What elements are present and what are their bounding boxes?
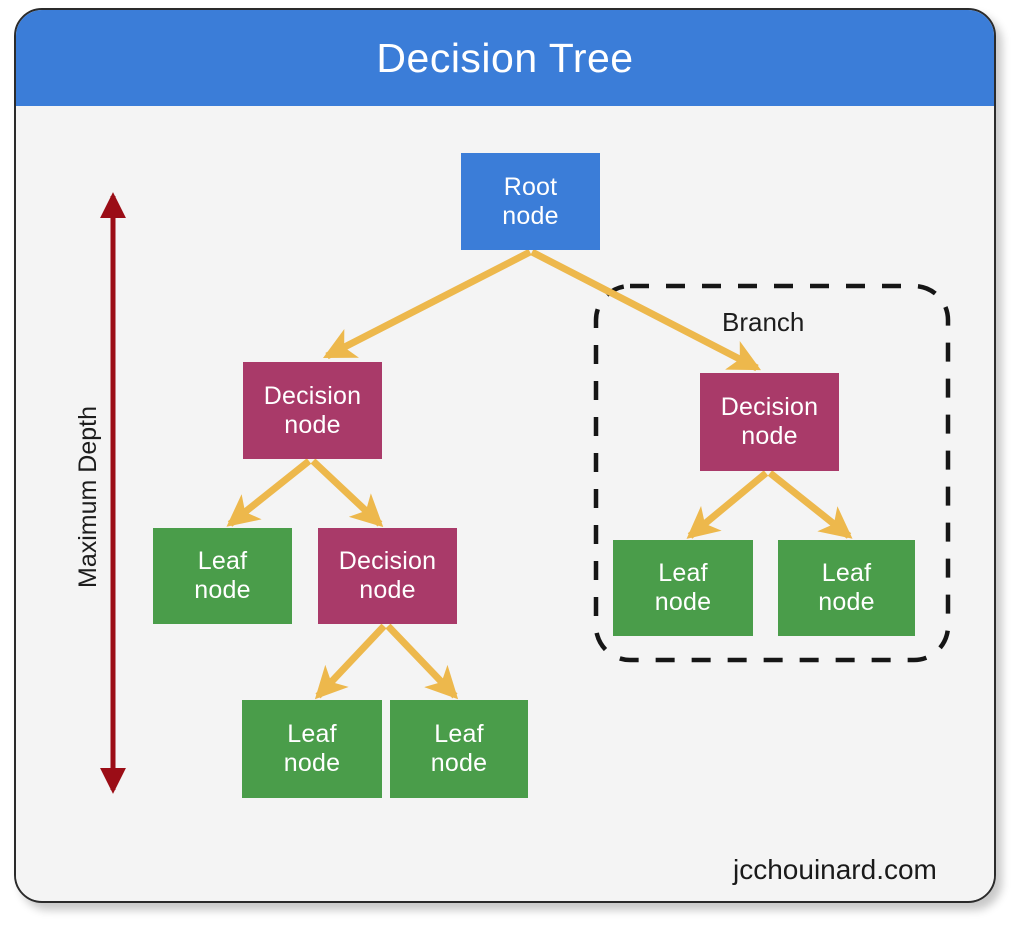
- node-leaf-4-line1: Leaf: [658, 559, 708, 587]
- node-leaf-1-line2: node: [194, 576, 251, 604]
- node-leaf-2-line2: node: [283, 749, 341, 777]
- node-leaf-5-line1: Leaf: [821, 559, 872, 587]
- node-leaf-3-line1: Leaf: [434, 720, 484, 748]
- node-leaf-3[interactable]: Leaf node: [390, 700, 528, 798]
- node-decision-mid[interactable]: Decision node: [318, 528, 457, 624]
- node-leaf-4-line2: node: [654, 588, 712, 616]
- site-watermark: jcchouinard.com: [733, 854, 937, 885]
- node-root[interactable]: Root node: [461, 153, 600, 250]
- node-decision-mid-line1: Decision: [338, 547, 437, 575]
- node-decision-left-line2: node: [284, 410, 341, 439]
- node-decision-right-line2: node: [741, 422, 798, 450]
- node-leaf-2[interactable]: Leaf node: [242, 700, 382, 798]
- node-leaf-5-line2: node: [818, 588, 875, 616]
- node-decision-left[interactable]: Decision node: [243, 362, 382, 459]
- node-leaf-5[interactable]: Leaf node: [778, 540, 915, 636]
- branch-label: Branch: [722, 307, 805, 337]
- node-decision-right[interactable]: Decision node: [700, 373, 839, 471]
- node-leaf-1[interactable]: Leaf node: [153, 528, 292, 624]
- node-decision-mid-line2: node: [359, 576, 416, 604]
- node-leaf-3-line2: node: [430, 749, 488, 777]
- node-decision-left-line1: Decision: [263, 381, 362, 410]
- title-bar: Decision Tree: [16, 10, 994, 106]
- node-leaf-4[interactable]: Leaf node: [613, 540, 753, 636]
- page-title: Decision Tree: [376, 34, 634, 81]
- node-root-line1: Root: [503, 172, 558, 201]
- maximum-depth-label: Maximum Depth: [74, 406, 102, 588]
- node-decision-right-line1: Decision: [720, 393, 819, 421]
- node-root-line2: node: [502, 201, 559, 230]
- node-leaf-2-line1: Leaf: [287, 720, 337, 748]
- node-leaf-1-line1: Leaf: [197, 547, 248, 575]
